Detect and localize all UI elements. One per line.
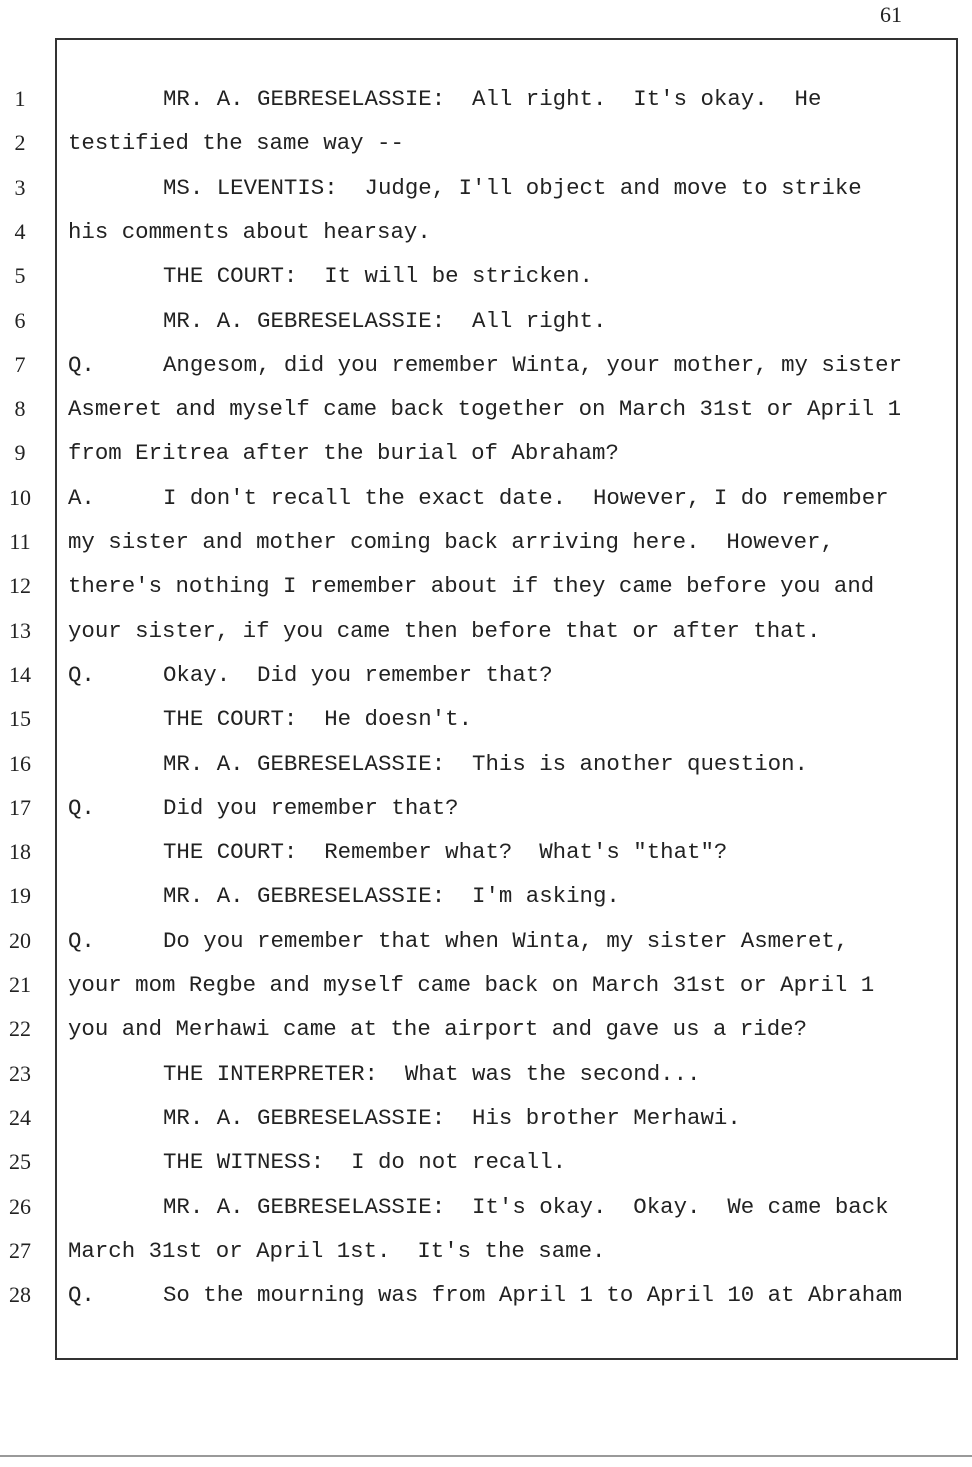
- line-text: testified the same way --: [68, 130, 404, 157]
- line-text: I don't recall the exact date. However, …: [163, 484, 889, 511]
- line-text: there's nothing I remember about if they…: [68, 573, 875, 600]
- line-text: MS. LEVENTIS: Judge, I'll object and mov…: [163, 174, 862, 201]
- line-number: 13: [9, 617, 31, 643]
- line-number: 16: [9, 750, 31, 776]
- transcript-line: 2 testified the same way --: [0, 130, 972, 170]
- line-number: 20: [9, 927, 31, 953]
- line-number: 18: [9, 839, 31, 865]
- transcript-line: 18 THE COURT: Remember what? What's "that…: [0, 839, 972, 879]
- line-number: 2: [14, 130, 26, 156]
- transcript-line: 25 THE WITNESS: I do not recall.: [0, 1149, 972, 1189]
- line-number: 26: [9, 1193, 31, 1219]
- line-text: your mom Regbe and myself came back on M…: [68, 972, 875, 998]
- transcript-line: 17 Q. Did you remember that?: [0, 795, 972, 835]
- line-number: 15: [9, 706, 31, 732]
- line-text: THE COURT: It will be stricken.: [163, 263, 593, 290]
- transcript-frame: [55, 38, 958, 1360]
- transcript-line: 4 his comments about hearsay.: [0, 219, 972, 259]
- line-number: 22: [9, 1016, 31, 1042]
- transcript-line: 16 MR. A. GEBRESELASSIE: This is another …: [0, 751, 972, 791]
- transcript-line: 6 MR. A. GEBRESELASSIE: All right.: [0, 308, 972, 348]
- line-number: 24: [9, 1104, 31, 1130]
- line-text: March 31st or April 1st. It's the same.: [68, 1237, 606, 1264]
- line-text: Okay. Did you remember that?: [163, 661, 553, 688]
- line-text: you and Merhawi came at the airport and …: [68, 1016, 808, 1043]
- speaker-prefix: Q.: [68, 1282, 95, 1309]
- line-number: 5: [14, 263, 26, 289]
- line-text: MR. A. GEBRESELASSIE: I'm asking.: [163, 883, 620, 910]
- line-text: from Eritrea after the burial of Abraham…: [68, 440, 619, 467]
- line-text: Asmeret and myself came back together on…: [68, 396, 902, 423]
- line-number: 14: [9, 661, 31, 687]
- transcript-line: 23 THE INTERPRETER: What was the second..…: [0, 1061, 972, 1101]
- transcript-line: 22 you and Merhawi came at the airport an…: [0, 1016, 972, 1056]
- line-text: Do you remember that when Winta, my sist…: [163, 927, 849, 954]
- line-number: 8: [14, 396, 26, 422]
- line-text: MR. A. GEBRESELASSIE: All right. It's ok…: [163, 86, 822, 112]
- speaker-prefix: Q.: [68, 927, 95, 954]
- line-text: your sister, if you came then before tha…: [68, 617, 821, 644]
- transcript-line: 11 my sister and mother coming back arriv…: [0, 529, 972, 569]
- transcript-line: 15 THE COURT: He doesn't.: [0, 706, 972, 746]
- line-text: Did you remember that?: [163, 794, 459, 821]
- line-text: So the mourning was from April 1 to Apri…: [163, 1282, 903, 1309]
- page-number: 61: [880, 2, 902, 27]
- transcript-line: 3 MS. LEVENTIS: Judge, I'll object and mo…: [0, 175, 972, 215]
- transcript-line: 20 Q. Do you remember that when Winta, my …: [0, 928, 972, 968]
- transcript-line: 26 MR. A. GEBRESELASSIE: It's okay. Okay.…: [0, 1194, 972, 1234]
- transcript-line: 12 there's nothing I remember about if th…: [0, 573, 972, 613]
- line-number: 19: [9, 883, 31, 909]
- transcript-line: 1 MR. A. GEBRESELASSIE: All right. It's o…: [0, 86, 972, 126]
- line-text: MR. A. GEBRESELASSIE: It's okay. Okay. W…: [163, 1193, 889, 1220]
- line-number: 12: [9, 573, 31, 599]
- line-text: THE INTERPRETER: What was the second...: [163, 1060, 701, 1087]
- line-text: Angesom, did you remember Winta, your mo…: [163, 351, 903, 378]
- transcript-line: 14 Q. Okay. Did you remember that?: [0, 662, 972, 702]
- transcript-line: 8 Asmeret and myself came back together o…: [0, 396, 972, 436]
- line-number: 23: [9, 1060, 31, 1086]
- bottom-rule: [0, 1455, 972, 1457]
- line-text: MR. A. GEBRESELASSIE: His brother Merhaw…: [163, 1104, 741, 1131]
- transcript-line: 9 from Eritrea after the burial of Abraha…: [0, 440, 972, 480]
- line-number: 9: [14, 440, 26, 466]
- transcript-line: 24 MR. A. GEBRESELASSIE: His brother Merh…: [0, 1105, 972, 1145]
- line-number: 4: [14, 218, 26, 244]
- line-number: 28: [9, 1282, 31, 1308]
- transcript-line: 10 A. I don't recall the exact date. Howev…: [0, 485, 972, 525]
- line-number: 17: [9, 794, 31, 820]
- transcript-line: 27 March 31st or April 1st. It's the same…: [0, 1238, 972, 1278]
- speaker-prefix: A.: [68, 484, 95, 511]
- transcript-line: 7 Q. Angesom, did you remember Winta, your…: [0, 352, 972, 392]
- transcript-line: 28 Q. So the mourning was from April 1 to …: [0, 1282, 972, 1322]
- speaker-prefix: Q.: [68, 351, 95, 378]
- line-number: 1: [14, 86, 26, 111]
- transcript-line: 19 MR. A. GEBRESELASSIE: I'm asking.: [0, 883, 972, 923]
- speaker-prefix: Q.: [68, 794, 95, 821]
- line-number: 11: [9, 529, 31, 554]
- line-number: 10: [9, 484, 31, 510]
- transcript-line: 5 THE COURT: It will be stricken.: [0, 263, 972, 303]
- line-number: 21: [9, 972, 31, 997]
- line-text: MR. A. GEBRESELASSIE: This is another qu…: [163, 750, 808, 777]
- line-text: my sister and mother coming back arrivin…: [68, 529, 834, 555]
- line-number: 7: [14, 351, 26, 377]
- line-text: THE WITNESS: I do not recall.: [163, 1149, 567, 1176]
- line-number: 27: [9, 1237, 31, 1263]
- line-text: his comments about hearsay.: [68, 218, 431, 245]
- line-text: MR. A. GEBRESELASSIE: All right.: [163, 307, 607, 334]
- line-text: THE COURT: He doesn't.: [163, 706, 473, 733]
- line-number: 25: [9, 1149, 31, 1175]
- line-number: 6: [14, 307, 26, 333]
- line-text: THE COURT: Remember what? What's "that"?: [163, 839, 728, 866]
- transcript-line: 21 your mom Regbe and myself came back on…: [0, 972, 972, 1012]
- speaker-prefix: Q.: [68, 661, 95, 688]
- line-number: 3: [14, 174, 26, 200]
- transcript-line: 13 your sister, if you came then before t…: [0, 618, 972, 658]
